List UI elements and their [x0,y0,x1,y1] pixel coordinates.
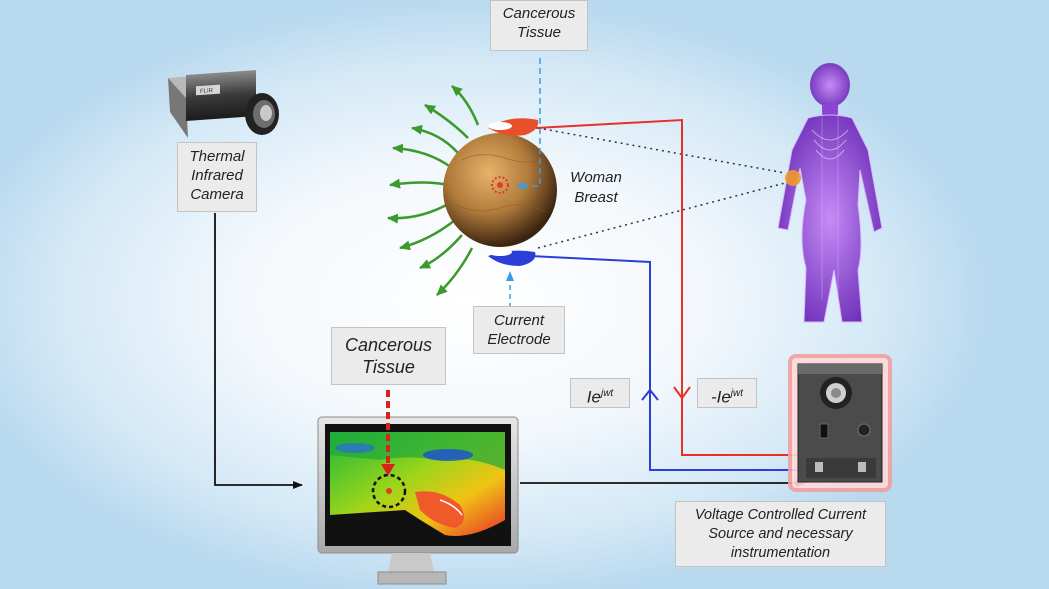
zoom-line-bottom [537,182,786,249]
current-down-arrow-icon [673,386,691,400]
current-source-device [788,354,892,492]
label-current-positive: Iejwt [570,378,630,408]
label-cancerous-tissue-top: Cancerous Tissue [490,0,588,51]
breast-sphere [443,133,557,247]
label-current-negative: -Iejwt [697,378,757,408]
tumor-marker-icon [491,176,509,194]
tissue-pointer-line [516,58,541,190]
label-woman-breast: Woman Breast [570,169,622,206]
camera-to-monitor-line [214,213,303,489]
camera-brand-text: FLIR [200,88,214,95]
negative-wire [529,255,800,471]
label-voltage-source: Voltage Controlled Current Source and ne… [675,501,886,567]
heat-radiation-arrows [387,85,480,296]
current-up-arrow-icon [641,388,659,401]
label-current-electrode: Current Electrode [473,306,565,354]
label-cancerous-tissue-monitor: Cancerous Tissue [331,327,446,385]
label-thermal-camera: Thermal Infrared Camera [177,142,257,212]
zoom-line-top [537,127,786,174]
breast-highlight-icon [785,170,801,186]
thermal-camera-icon: FLIR [168,70,279,138]
thermal-image [330,432,505,536]
thermal-monitor [317,416,519,585]
positive-wire [535,118,800,456]
woman-body-icon [777,63,883,323]
